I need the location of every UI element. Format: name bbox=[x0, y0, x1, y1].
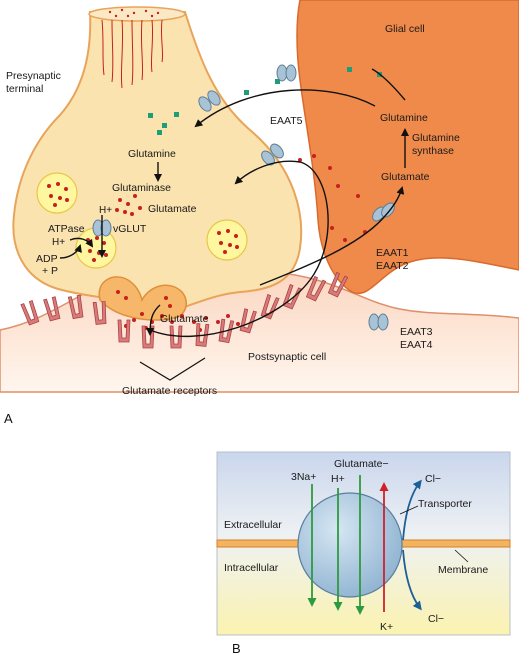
receptor-bracket bbox=[139, 357, 206, 381]
glutamate-receptor bbox=[92, 301, 107, 325]
transporter-pre-glutamine bbox=[198, 90, 221, 112]
glutamate-pre-label: Glutamate bbox=[148, 203, 197, 215]
glutamine-pre-label: Glutamine bbox=[128, 148, 176, 160]
h-label: H+ bbox=[331, 473, 345, 485]
adp-label: ADP bbox=[36, 253, 58, 265]
glutamate-receptor bbox=[67, 294, 84, 320]
eaat4-label: EAAT4 bbox=[400, 339, 433, 351]
arrow-eaat5-reuptake bbox=[149, 160, 329, 338]
eaat3-label: EAAT3 bbox=[400, 326, 433, 338]
transporter-label: Transporter bbox=[418, 498, 472, 510]
glutamate-receptors-label: Glutamate receptors bbox=[122, 385, 217, 397]
panel-a: Presynaptic terminal Glial cell EAAT5 Gl… bbox=[0, 0, 519, 426]
vesicle-1 bbox=[36, 172, 78, 214]
panel-a-letter: A bbox=[4, 411, 13, 426]
vesicle-3 bbox=[206, 219, 248, 261]
arrow-glial-glutamine-out bbox=[371, 68, 406, 101]
transporter-leader bbox=[399, 505, 419, 515]
glutamate-glial-label: Glutamate bbox=[381, 171, 430, 183]
glutamate-receptor bbox=[239, 308, 257, 334]
fusion-glutamate bbox=[116, 290, 172, 308]
cl-arrow-top bbox=[402, 479, 422, 541]
arrow-h-in bbox=[69, 237, 94, 248]
h-plus-top-label: H+ bbox=[99, 205, 112, 216]
transporter-eaat3-4 bbox=[368, 313, 389, 331]
glial-cell bbox=[296, 0, 519, 295]
axon-dots bbox=[108, 8, 160, 18]
cl-bottom-label: Cl− bbox=[428, 613, 444, 625]
eaat5-label: EAAT5 bbox=[270, 115, 303, 127]
vesicle-fusion bbox=[98, 276, 187, 321]
panel-b-letter: B bbox=[232, 641, 241, 656]
axon-cross-section bbox=[88, 6, 186, 22]
glutamate-receptor bbox=[282, 283, 302, 310]
intracellular-label: Intracellular bbox=[224, 562, 279, 574]
transporter-glial-glutamine bbox=[276, 64, 297, 82]
glutamate-receptor-row bbox=[20, 271, 349, 349]
presynaptic-label-line1: Presynaptic bbox=[6, 70, 61, 82]
k-label: K+ bbox=[380, 621, 393, 633]
glutamate-receptor bbox=[327, 271, 349, 298]
arrow-atp bbox=[59, 244, 82, 259]
glutaminase-label: Glutaminase bbox=[112, 182, 171, 194]
eaat1-label: EAAT1 bbox=[376, 247, 409, 259]
glutamate-receptor bbox=[169, 325, 183, 349]
panel-b: 3Na+ H+ Glutamate− Cl− Transporter Extra… bbox=[216, 451, 511, 656]
arrow-to-glial bbox=[259, 186, 405, 286]
arrow-release bbox=[146, 304, 161, 336]
glutamate-receptor bbox=[195, 323, 210, 347]
transporter-eaat1-2 bbox=[372, 202, 395, 222]
presynaptic-label-line2: terminal bbox=[6, 83, 43, 95]
postsynaptic-cell-label: Postsynaptic cell bbox=[248, 351, 326, 363]
synthase-label-line2: synthase bbox=[412, 145, 454, 157]
arrow-glial-to-pre-glutamine bbox=[194, 89, 376, 128]
transporter-eaat5 bbox=[261, 143, 284, 166]
cl-arrow-bottom bbox=[402, 549, 422, 611]
eaat2-label: EAAT2 bbox=[376, 260, 409, 272]
atpase-label: ATPase bbox=[48, 223, 85, 235]
glutamate-label: Glutamate− bbox=[334, 458, 389, 470]
cl-top-label: Cl− bbox=[425, 473, 441, 485]
glutamate-molecules-pre bbox=[115, 194, 142, 216]
axon-fibers bbox=[101, 19, 164, 89]
flow-arrows bbox=[59, 68, 409, 338]
transporter-sphere bbox=[297, 492, 403, 598]
glutamate-receptor bbox=[20, 300, 40, 326]
glial-cell-label: Glial cell bbox=[385, 23, 425, 35]
plus-p-label: + P bbox=[42, 265, 58, 277]
membrane-label: Membrane bbox=[438, 564, 488, 576]
h-plus-left-label: H+ bbox=[52, 237, 65, 248]
glutamate-receptor bbox=[43, 296, 61, 322]
na-label: 3Na+ bbox=[291, 471, 316, 483]
transporter-vglut bbox=[92, 219, 112, 237]
glutamate-cleft-label: Glutamate bbox=[160, 313, 209, 325]
synthase-label-line1: Glutamine bbox=[412, 132, 460, 144]
glutamate-receptor bbox=[305, 275, 327, 302]
glutamine-glial-label: Glutamine bbox=[380, 112, 428, 124]
extracellular-label: Extracellular bbox=[224, 519, 282, 531]
vglut-label: vGLUT bbox=[113, 223, 147, 235]
glutamate-receptor bbox=[117, 319, 131, 343]
glutamate-receptor bbox=[218, 318, 235, 344]
membrane-leader bbox=[454, 549, 469, 563]
